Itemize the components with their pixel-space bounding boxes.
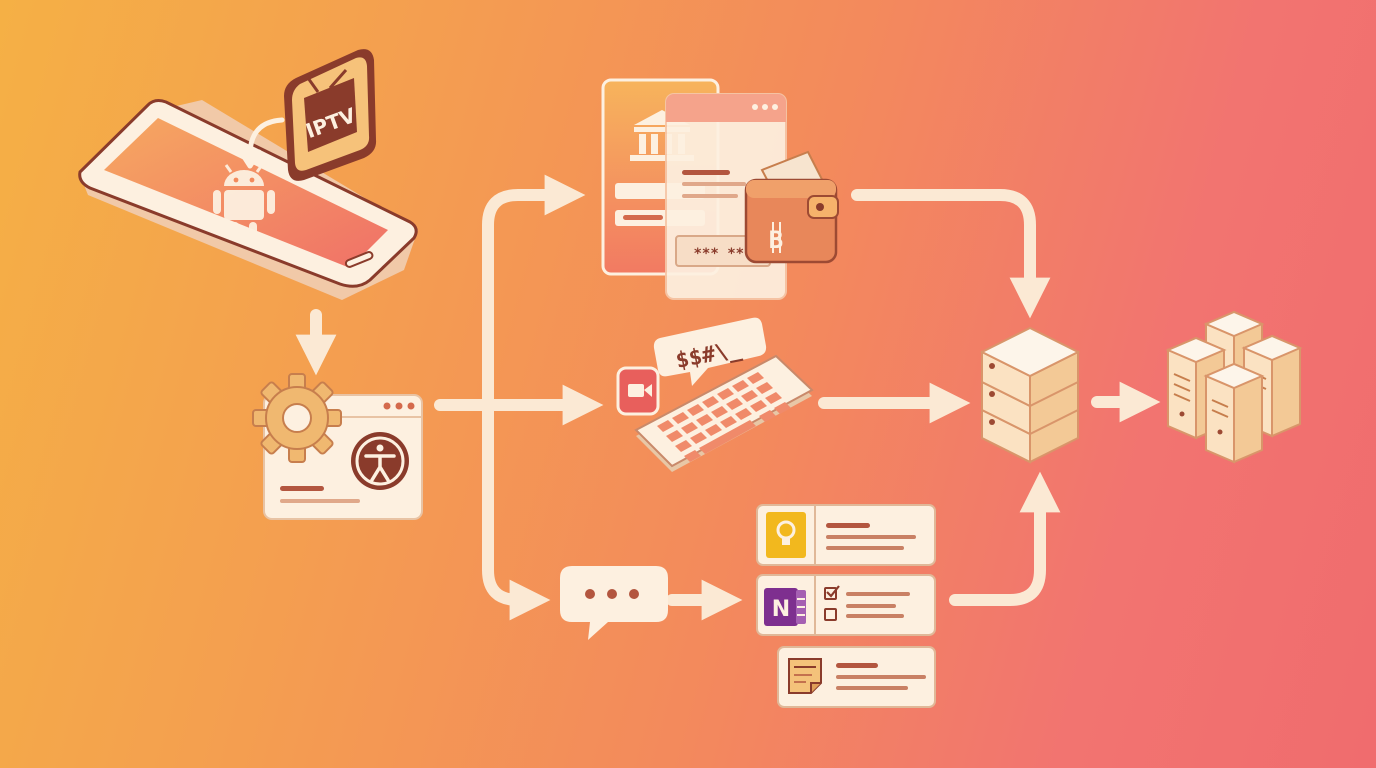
- branch-to-credentials-arrow: [482, 174, 586, 411]
- flow-connectors: [295, 174, 1161, 621]
- keep-notes-card: [756, 504, 936, 566]
- keyboard-icon: [634, 354, 814, 472]
- text-line: [280, 486, 324, 491]
- text-line: [280, 499, 360, 503]
- wallet-icon: B: [744, 150, 839, 264]
- notes-to-server-arrow: [949, 471, 1061, 606]
- camera-icon: [616, 366, 660, 416]
- gear-icon: [252, 373, 342, 463]
- window-dot: [383, 402, 391, 410]
- iptv-app-icon: IPTV: [284, 49, 377, 181]
- accessibility-icon: [351, 432, 409, 490]
- bitcoin-icon: B: [769, 222, 783, 254]
- svg-text:B: B: [769, 226, 783, 254]
- credential-theft-group: *** *** B: [601, 78, 839, 300]
- branch-to-notes-arrow: [482, 399, 551, 621]
- server-cluster-icon: [1165, 310, 1303, 464]
- window-dot: [407, 402, 415, 410]
- sticky-notes-card: [777, 646, 936, 708]
- cluster-tower: [1203, 362, 1265, 464]
- server-stack-icon: [979, 326, 1081, 464]
- onenote-card: N: [756, 574, 936, 636]
- onenote-icon: N: [764, 588, 806, 626]
- keylogger-group: $$#\_: [616, 317, 814, 472]
- window-dot: [395, 402, 403, 410]
- keep-notes-icon: [766, 512, 806, 558]
- sticky-notes-icon: [788, 658, 822, 694]
- notes-exfil-group: N: [560, 504, 936, 708]
- credentials-to-server-arrow: [851, 189, 1051, 319]
- captured-keys-bubble: $$#\_: [653, 317, 767, 386]
- onenote-letter: N: [772, 597, 790, 622]
- checklist-icon: [824, 585, 840, 621]
- android-icon: [213, 164, 275, 236]
- phone-speaker: [344, 251, 374, 268]
- password-mask: *** ***: [693, 246, 752, 262]
- install-arrow-icon: [247, 117, 285, 163]
- chat-bubble-icon: [560, 566, 668, 640]
- android-phone: [78, 99, 418, 300]
- accessibility-service-window: [252, 373, 423, 520]
